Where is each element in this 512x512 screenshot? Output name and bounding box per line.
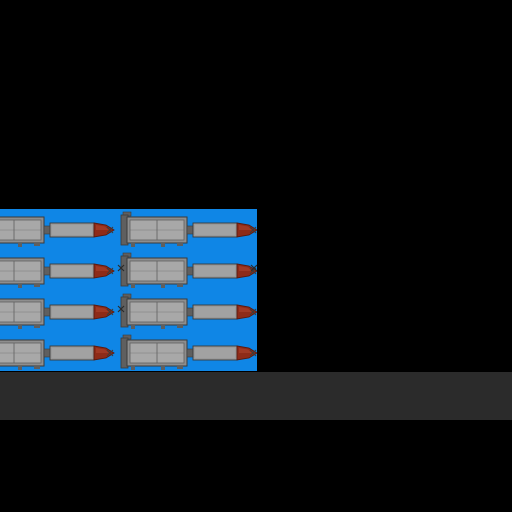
joint-marker-icon — [117, 305, 125, 313]
ground-strip — [0, 372, 512, 420]
rocket-module-icon[interactable] — [120, 211, 257, 247]
rocket-module-icon[interactable] — [0, 294, 115, 329]
rocket-module-icon[interactable] — [120, 293, 257, 329]
joint-marker-icon — [250, 264, 257, 272]
rocket-module-icon[interactable] — [0, 212, 115, 247]
rocket-module-icon[interactable] — [0, 335, 115, 370]
module-grid — [0, 211, 257, 370]
joint-marker-icon — [117, 264, 125, 272]
rocket-module-icon[interactable] — [120, 334, 257, 370]
rocket-module-icon[interactable] — [120, 252, 257, 288]
blueprint-panel[interactable] — [0, 209, 257, 371]
rocket-module-icon[interactable] — [0, 253, 115, 288]
